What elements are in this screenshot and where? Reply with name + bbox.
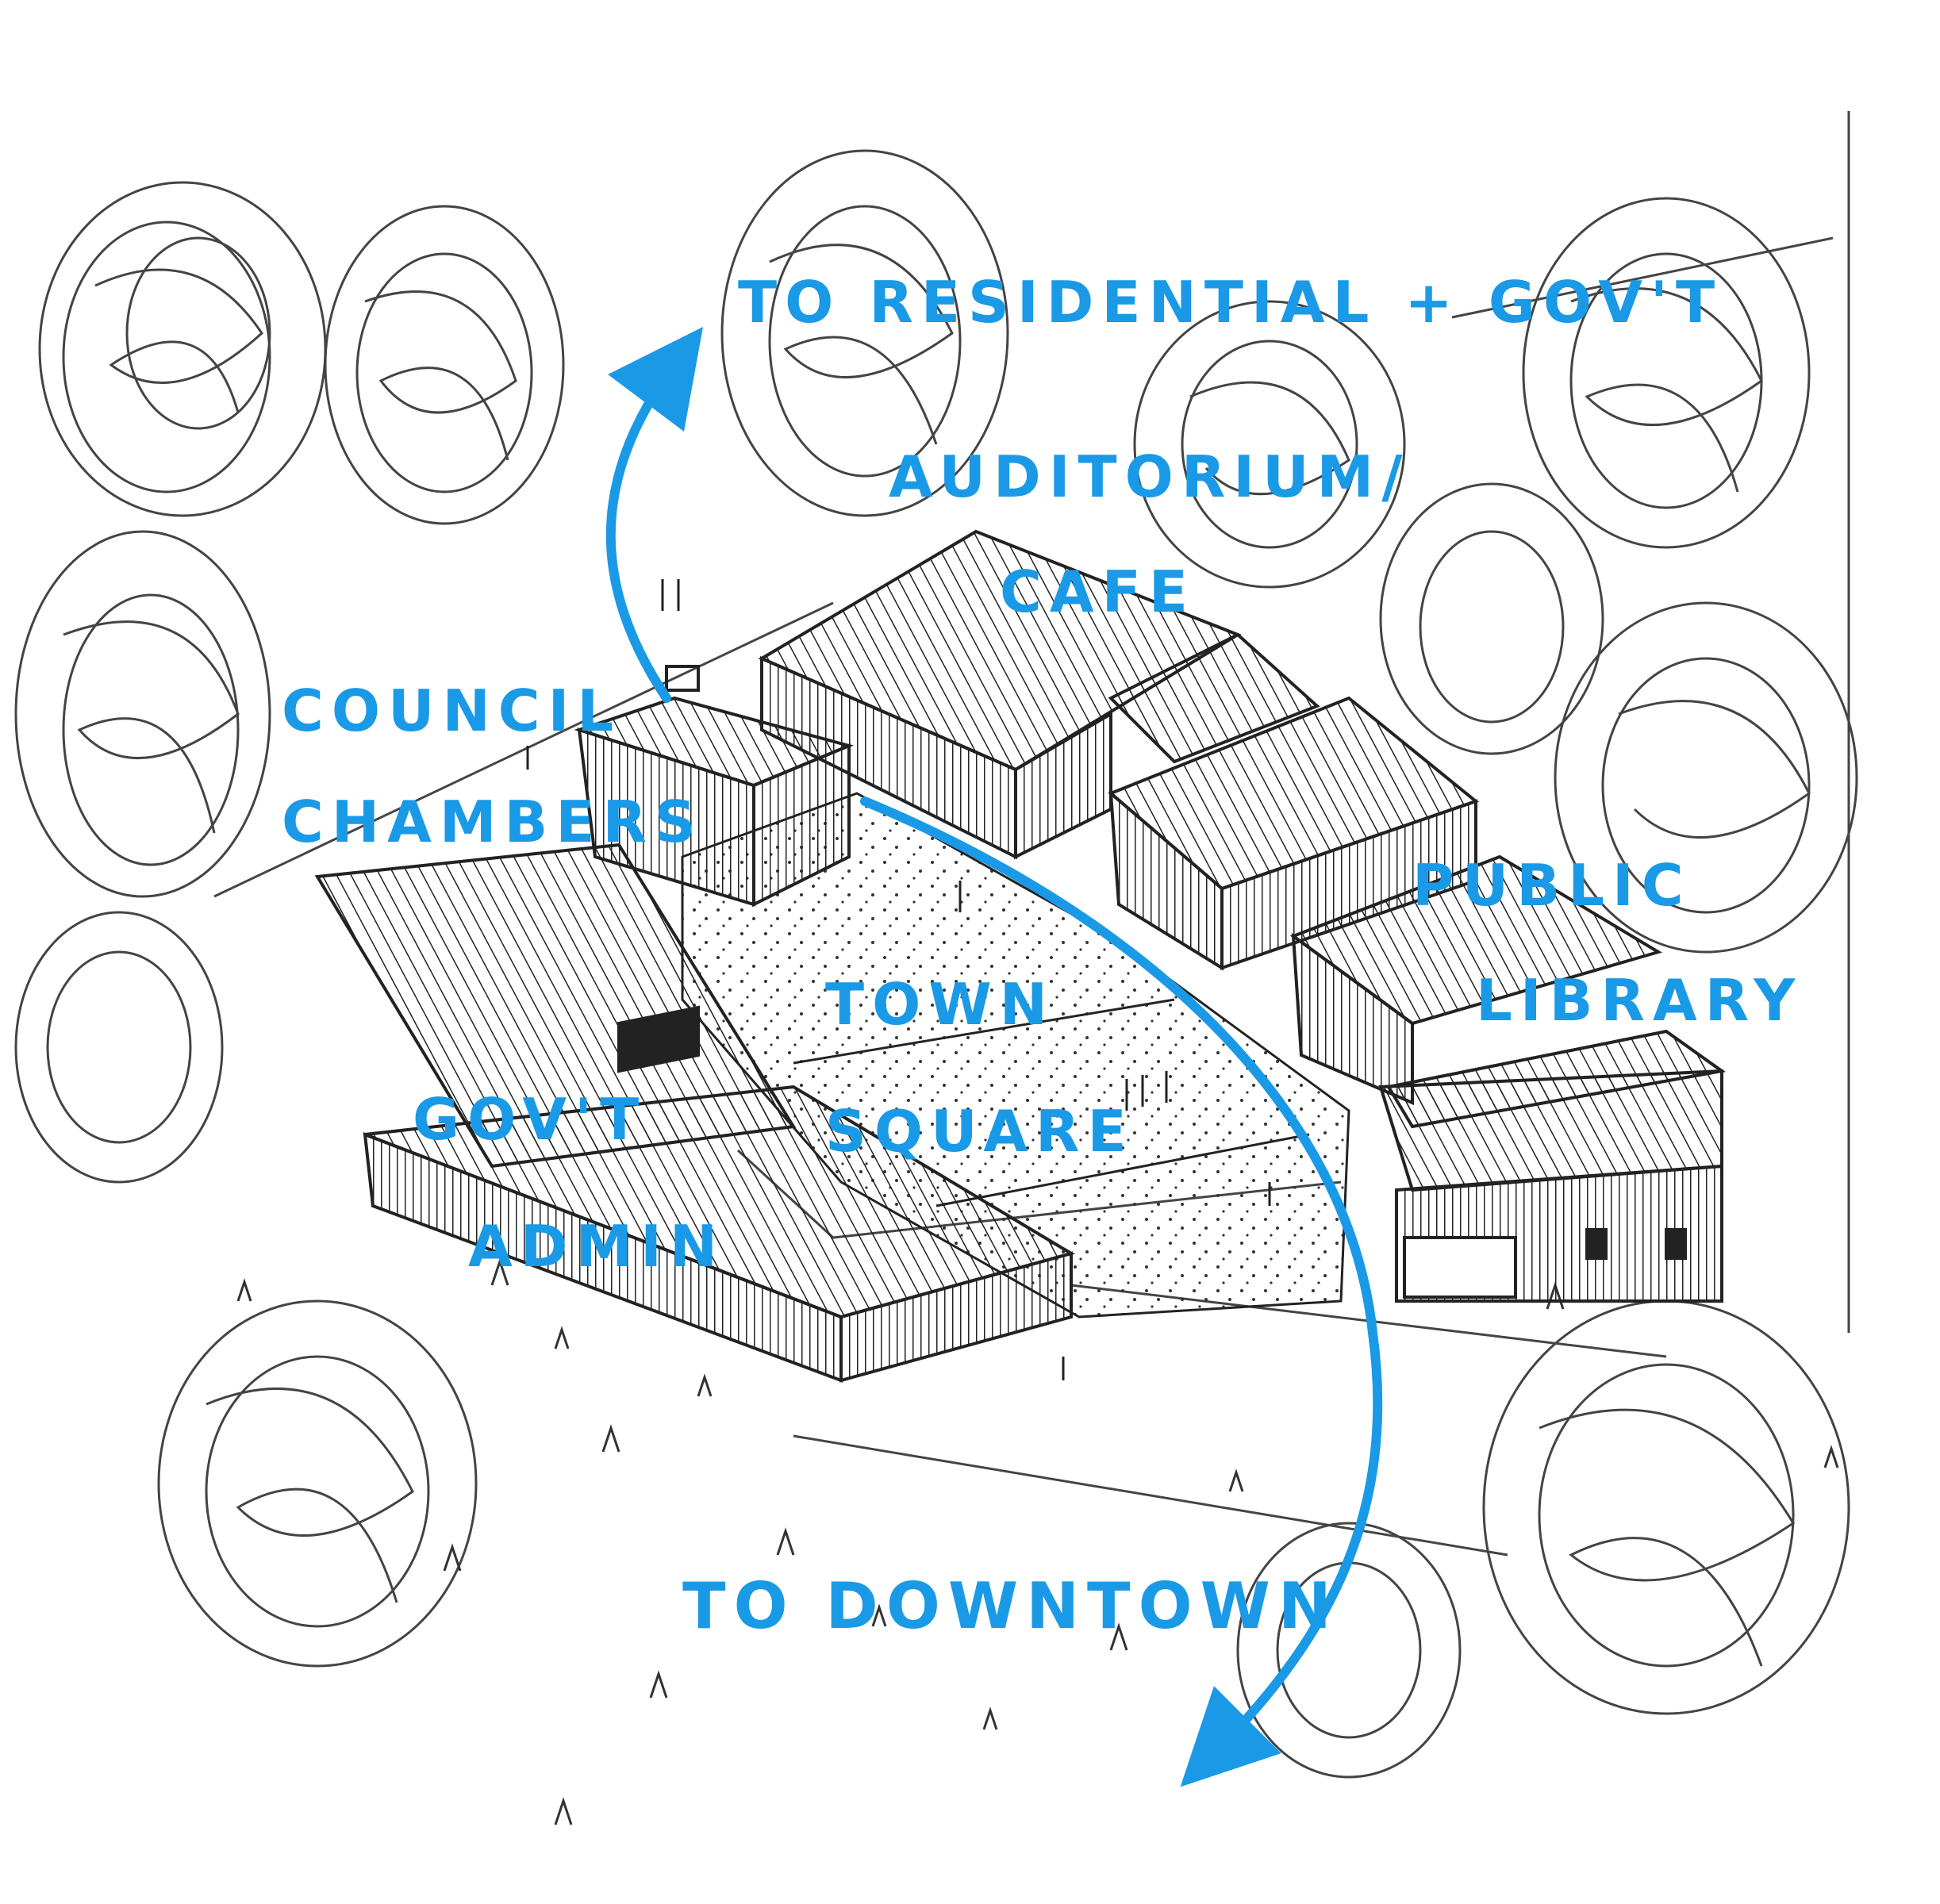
tree-l — [14, 530, 271, 898]
label-govt-line2: Admin — [468, 1213, 726, 1280]
circulation-arrows — [605, 326, 1383, 1787]
tree-top — [720, 149, 1009, 517]
tree-r2 — [1379, 482, 1604, 755]
tree-tl2 — [324, 205, 565, 525]
label-council-line1: Council — [282, 678, 622, 744]
people-figures — [526, 579, 1271, 1380]
tree-tl1 — [38, 181, 327, 517]
public-library-building — [1289, 854, 1727, 1303]
tree-l2 — [14, 911, 224, 1184]
label-town-line2: Square — [825, 1098, 1135, 1165]
tree-r — [1554, 601, 1858, 954]
auditorium-cafe-building — [758, 529, 1320, 860]
tree-top2 — [1133, 300, 1406, 589]
label-public-line1: Public — [1412, 852, 1692, 919]
arrow-to-residential — [605, 326, 703, 703]
tree-bl — [157, 1299, 478, 1668]
label-council-line2: Chambers — [282, 789, 704, 855]
label-public-line2: Library — [1476, 967, 1804, 1034]
middle-building — [1108, 696, 1480, 971]
label-auditorium-line2: Cafe — [1000, 559, 1196, 625]
trees — [14, 149, 1858, 1779]
tree-tr — [1522, 197, 1811, 549]
label-auditorium-line1: Auditorium/ — [889, 443, 1411, 510]
tree-br — [1482, 1299, 1850, 1715]
label-town-line1: Town — [825, 971, 1055, 1038]
govt-admin-building — [314, 843, 1076, 1383]
arrow-to-downtown — [860, 797, 1383, 1787]
label-to-downtown: To Downtown — [682, 1569, 1339, 1643]
council-chambers-building — [574, 665, 855, 908]
label-govt-line1: Gov't — [413, 1086, 647, 1153]
label-to-residential: To Residential + Gov't — [738, 269, 1723, 336]
